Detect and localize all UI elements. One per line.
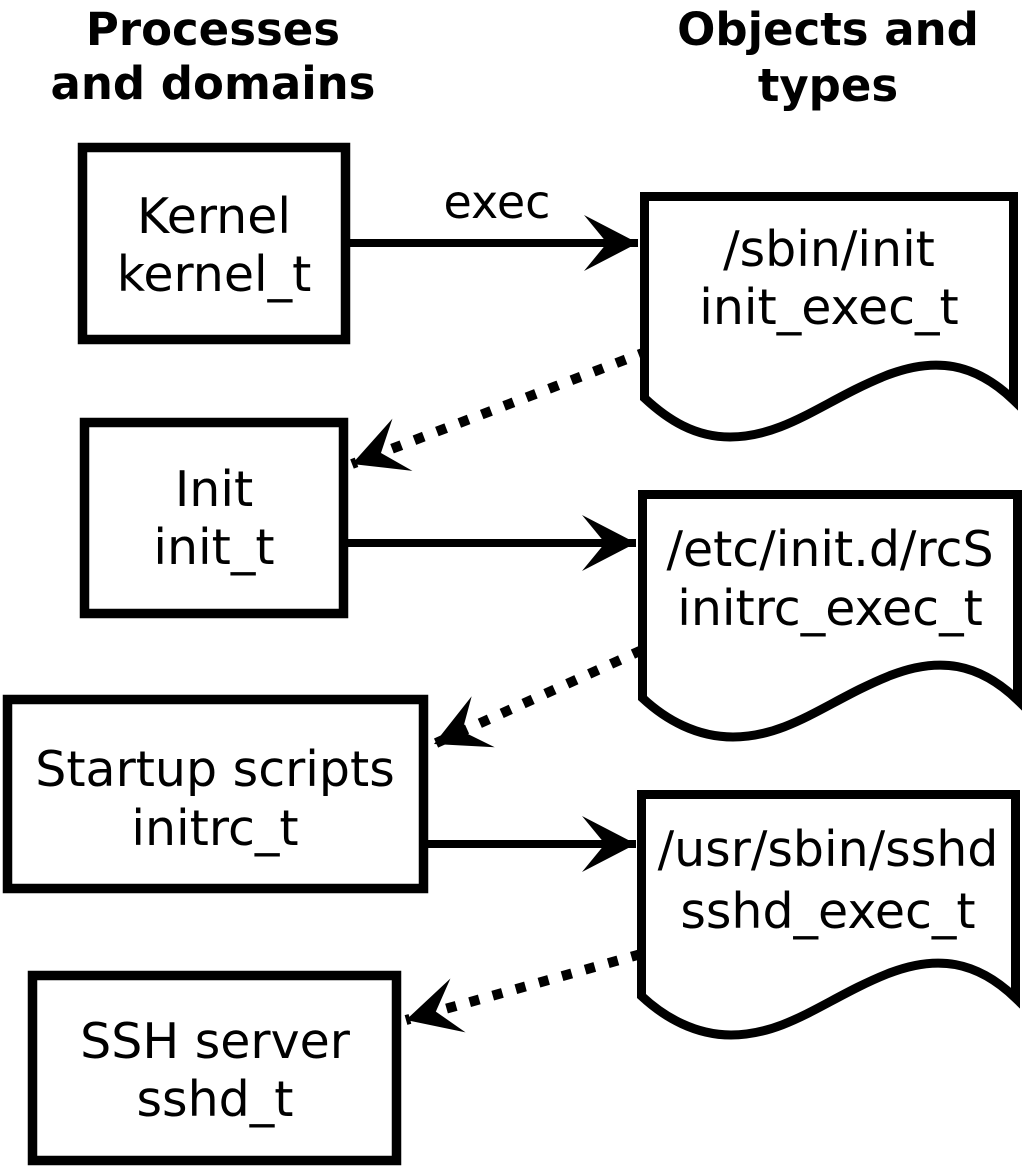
right-column-header-line1: Objects and xyxy=(677,3,979,56)
transition-arrows xyxy=(350,346,650,1033)
column-headers: Processes and domains Objects and types xyxy=(51,3,979,112)
object-doc-usr-sbin-sshd: /usr/sbin/sshd sshd_exec_t xyxy=(637,790,1020,1040)
process-name: Init xyxy=(175,461,253,518)
process-box-rect xyxy=(79,417,349,619)
document-shape xyxy=(640,192,1018,442)
object-type: init_exec_t xyxy=(699,279,959,336)
exec-arrow-label: exec xyxy=(444,175,551,229)
transition-arrow-to-initrc-t xyxy=(431,645,645,749)
left-column-header-line1: Processes xyxy=(86,3,340,56)
process-name: SSH server xyxy=(80,1013,351,1070)
process-box-startup-scripts: Startup scripts initrc_t xyxy=(2,694,429,894)
document-shape xyxy=(637,790,1020,1040)
process-box-rect xyxy=(2,694,429,894)
document-shape xyxy=(638,490,1022,742)
transition-arrow-to-init-t xyxy=(350,346,650,471)
process-box-ssh-server: SSH server sshd_t xyxy=(27,970,402,1166)
process-domain: sshd_t xyxy=(137,1071,294,1128)
process-domain: initrc_t xyxy=(131,800,298,857)
exec-arrows: exec xyxy=(347,175,638,872)
process-box-rect xyxy=(77,142,351,345)
object-path: /etc/init.d/rcS xyxy=(666,521,993,578)
object-path: /sbin/init xyxy=(723,221,935,278)
object-type: initrc_exec_t xyxy=(677,580,983,637)
process-name: Startup scripts xyxy=(35,741,395,798)
process-box-rect xyxy=(27,970,402,1166)
process-box-kernel: Kernel kernel_t xyxy=(77,142,351,345)
process-domain: init_t xyxy=(153,519,274,576)
left-column-header-line2: and domains xyxy=(51,57,376,110)
object-type: sshd_exec_t xyxy=(680,883,975,940)
process-box-init: Init init_t xyxy=(79,417,349,619)
object-doc-etc-initd-rcs: /etc/init.d/rcS initrc_exec_t xyxy=(638,490,1022,742)
process-domain: kernel_t xyxy=(117,246,312,303)
right-column-header-line2: types xyxy=(758,59,898,112)
transition-arrow-to-sshd-t xyxy=(404,949,643,1033)
process-name: Kernel xyxy=(137,188,291,245)
object-doc-sbin-init: /sbin/init init_exec_t xyxy=(640,192,1018,442)
object-path: /usr/sbin/sshd xyxy=(658,821,999,878)
